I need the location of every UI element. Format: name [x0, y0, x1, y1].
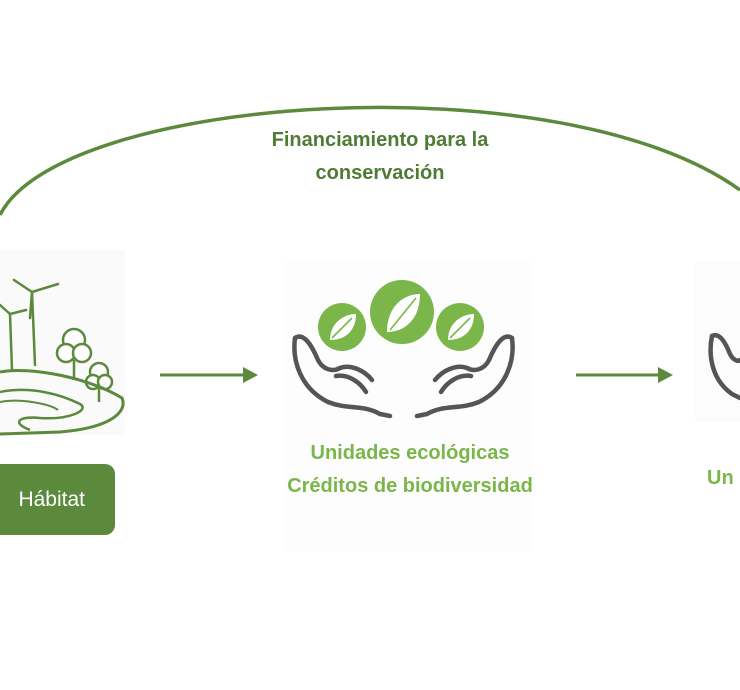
hands-partial-icon: [695, 262, 740, 422]
funding-label-line2: conservación: [315, 162, 445, 184]
habitat-landscape-icon: [0, 250, 125, 436]
right-partial-label: Un: [707, 467, 734, 489]
funding-label: Financiamiento para la conservación: [200, 124, 560, 190]
arrow-right-icon: [576, 367, 673, 383]
ecological-units-line2: Créditos de biodiversidad: [287, 475, 533, 497]
hands-leaves-icon: [282, 262, 532, 552]
ecological-units-line1: Unidades ecológicas: [310, 442, 510, 464]
habitat-label: Hábitat: [18, 487, 85, 511]
funding-label-line1: Financiamiento para la: [271, 129, 489, 151]
arrow-right-icon: [160, 367, 258, 383]
funding-arc: [0, 105, 740, 216]
ecological-units-label: Unidades ecológicas Créditos de biodiver…: [238, 437, 582, 503]
habitat-box: Hábitat: [0, 464, 115, 535]
